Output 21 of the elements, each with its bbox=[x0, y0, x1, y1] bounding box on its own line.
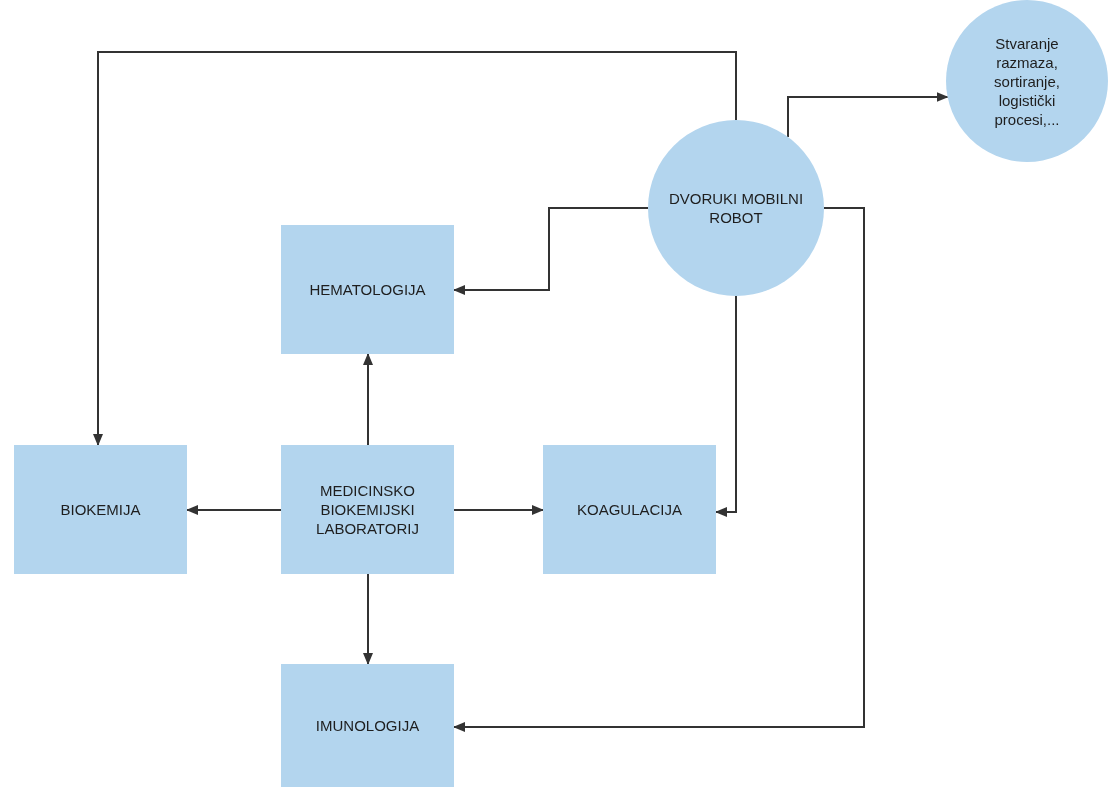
process-box bbox=[14, 445, 187, 574]
node-label: Stvaranje razmaza, sortiranje, logistički procesi,... bbox=[993, 33, 1061, 129]
arrow bbox=[363, 353, 373, 446]
process-box bbox=[281, 445, 454, 574]
node-label: BIOKEMIJA bbox=[59, 500, 142, 519]
arrow bbox=[715, 295, 737, 517]
process-box bbox=[281, 225, 454, 354]
process-box bbox=[281, 664, 454, 787]
arrow bbox=[453, 505, 544, 515]
node-label: HEMATOLOGIJA bbox=[308, 280, 427, 299]
arrow bbox=[787, 92, 949, 138]
node-label: MEDICINSKO BIOKEMIJSKI LABORATORIJ bbox=[315, 481, 420, 538]
arrow bbox=[93, 51, 737, 446]
arrow bbox=[453, 207, 649, 295]
arrow bbox=[363, 573, 373, 665]
node-label: DVORUKI MOBILNI ROBOT bbox=[667, 189, 805, 227]
process-box bbox=[543, 445, 716, 574]
node-label: KOAGULACIJA bbox=[576, 500, 683, 519]
node-label: IMUNOLOGIJA bbox=[314, 716, 421, 735]
arrow bbox=[186, 505, 282, 515]
arrow bbox=[453, 207, 865, 732]
